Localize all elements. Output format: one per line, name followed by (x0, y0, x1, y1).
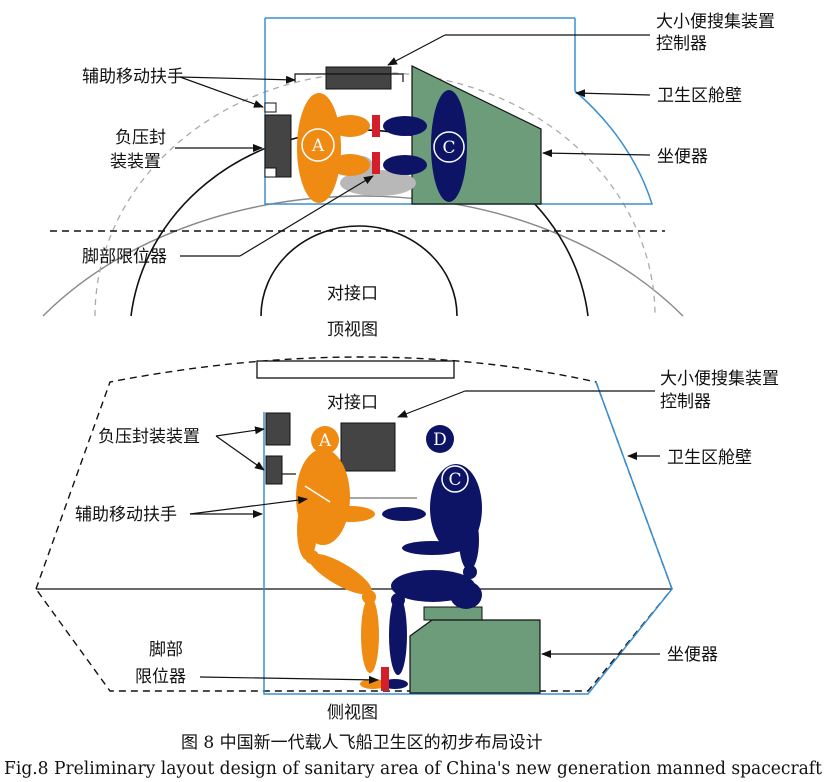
side-docking-label: 对接口 (327, 393, 378, 413)
top-foot-label: 脚部限位器 (82, 247, 167, 267)
side-controller-label-1: 大小便搜集装置 (660, 369, 779, 389)
top-figure-a: A (297, 93, 370, 203)
top-docking-arc (260, 225, 458, 317)
side-wall-label: 卫生区舱壁 (667, 448, 752, 468)
side-figure-c-label: C (448, 470, 461, 490)
side-seal-device-1 (265, 412, 291, 446)
top-figure-a-label: A (311, 136, 325, 156)
side-figure-c (382, 425, 482, 675)
top-seal-label-2: 装装置 (110, 152, 161, 172)
top-controller-label-2: 控制器 (656, 34, 707, 54)
side-seal-device-2 (265, 455, 283, 485)
side-foot-label-1: 脚部 (149, 640, 183, 660)
side-sanitary-wall (263, 381, 673, 695)
side-docking-port (256, 360, 455, 379)
side-foot-restraint (381, 667, 389, 691)
top-foot-restraint-2 (372, 152, 380, 174)
top-figure-c: C (383, 90, 467, 202)
top-wall-label: 卫生区舱壁 (657, 86, 742, 106)
side-toilet (409, 619, 541, 694)
top-controller-label-1: 大小便搜集装置 (656, 12, 775, 32)
side-figure-a-label: A (318, 431, 332, 451)
side-seal-label: 负压封装装置 (98, 427, 200, 447)
side-hull-outline (35, 356, 673, 692)
top-docking-label: 对接口 (327, 284, 378, 304)
side-toilet-label: 坐便器 (667, 645, 718, 665)
side-handrail-label: 辅助移动扶手 (75, 505, 177, 525)
top-toilet (411, 65, 542, 205)
top-outer-hull (42, 195, 684, 317)
top-foot-restraint-1 (372, 115, 380, 137)
top-handrail-label: 辅助移动扶手 (82, 67, 184, 87)
top-view: A C 大小便搜集装置 控制器 辅助移动扶手 卫生区舱壁 负压封 装装置 坐便器… (42, 12, 775, 340)
side-controller-label-2: 控制器 (660, 392, 711, 412)
top-controller-box (325, 66, 392, 90)
side-controller-box (340, 422, 396, 472)
side-handrail-grip (304, 485, 331, 503)
top-seal-device (264, 114, 292, 178)
side-view: A D C 对接口 大小便搜集装置 控制器 负压封装装置 (35, 356, 779, 723)
top-figure-c-label: C (442, 138, 455, 158)
figure-caption-chinese: 图 8 中国新一代载人飞船卫生区的初步布局设计 (181, 733, 543, 753)
side-foot-label-2: 限位器 (135, 667, 186, 687)
side-figure-d-label: D (433, 430, 447, 450)
side-toilet-seat (423, 606, 483, 621)
top-toilet-label: 坐便器 (657, 147, 708, 167)
top-seal-label-1: 负压封 (115, 128, 166, 148)
top-view-title: 顶视图 (327, 320, 378, 340)
side-view-title: 侧视图 (327, 703, 378, 723)
figure-caption-english: Fig.8 Preliminary layout design of sanit… (4, 759, 822, 779)
